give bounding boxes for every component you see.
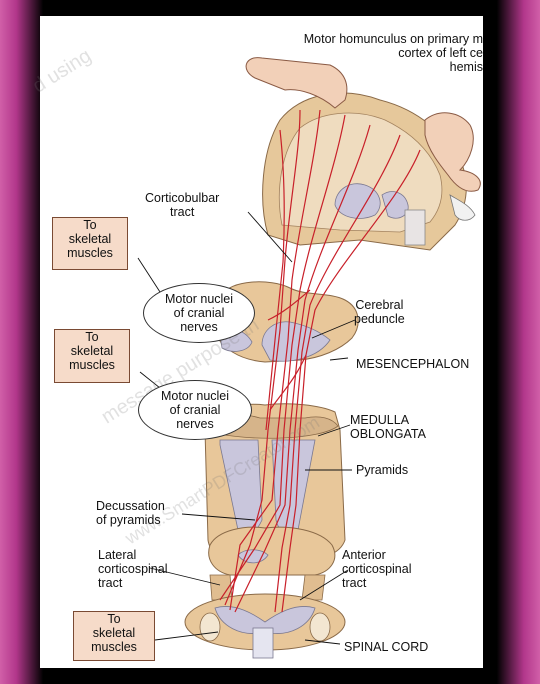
label-cerebral-peduncle: Cerebral peduncle	[354, 298, 405, 326]
target-box-skeletal-muscles-3: To skeletal muscles	[73, 611, 155, 661]
oval-motor-nuclei-cranial-2: Motor nuclei of cranial nerves	[138, 380, 252, 440]
label-motor-homunculus: Motor homunculus on primary m cortex of …	[268, 32, 483, 74]
oval-motor-nuclei-cranial-1: Motor nuclei of cranial nerves	[143, 283, 255, 343]
target-box-skeletal-muscles-2: To skeletal muscles	[54, 329, 130, 383]
spinal-cord-section	[185, 594, 345, 658]
label-anterior-corticospinal: Anterior corticospinal tract	[342, 548, 411, 590]
label-medulla-oblongata: MEDULLA OBLONGATA	[350, 413, 426, 441]
label-corticobulbar-tract: Corticobulbar tract	[145, 191, 219, 219]
label-pyramids: Pyramids	[356, 463, 408, 477]
label-spinal-cord: SPINAL CORD	[344, 640, 428, 654]
label-lateral-corticospinal: Lateral corticospinal tract	[98, 548, 167, 590]
label-decussation: Decussation of pyramids	[96, 499, 165, 527]
label-mesencephalon: MESENCEPHALON	[356, 357, 483, 371]
target-box-skeletal-muscles-1: To skeletal muscles	[52, 217, 128, 270]
